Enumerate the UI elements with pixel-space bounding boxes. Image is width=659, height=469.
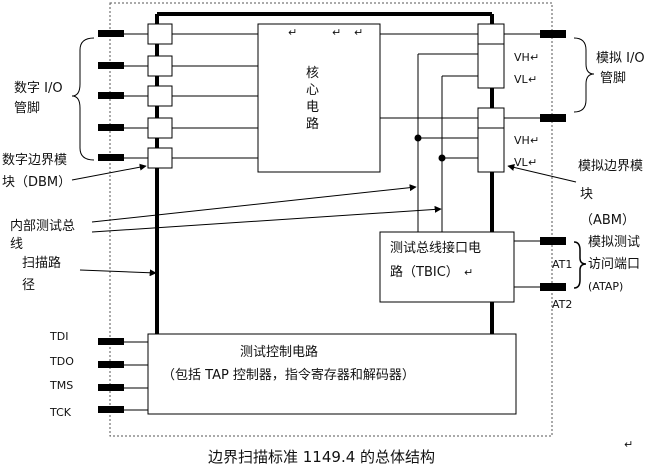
- internal-bus-arrow-1: [91, 184, 417, 223]
- atap-label-2: 访问端口: [588, 257, 640, 272]
- digital-io-label-2: 管脚: [14, 100, 40, 116]
- digital-pin: [98, 124, 124, 131]
- digital-pin: [98, 30, 124, 37]
- vl-bot-label: VL: [514, 156, 529, 169]
- internal-bus-label-1: 内部测试总: [10, 218, 75, 234]
- internal-bus-arrow-2: [91, 205, 442, 233]
- vh-bot-label: VH: [514, 134, 530, 147]
- digital-pin: [98, 154, 124, 161]
- vl-top-label: VL: [514, 73, 529, 86]
- abm-label-3: （ABM）: [580, 213, 635, 228]
- vh-bot-mark: ↵: [530, 134, 539, 147]
- tap-label-1: 测试控制电路: [240, 344, 318, 360]
- at2-pin: [540, 283, 566, 291]
- at1-pin: [540, 237, 566, 245]
- core-label-4: 路: [306, 116, 319, 132]
- analog-wiring: [380, 33, 540, 232]
- vl-top-mark: ↵: [528, 73, 537, 86]
- at1-label: AT1: [552, 258, 572, 271]
- tap-pins: [98, 338, 124, 413]
- scan-path-arrow: [79, 269, 157, 277]
- internal-bus-label-2: 线: [10, 237, 23, 252]
- tap-controller-box: [147, 333, 517, 415]
- core-circuit-box: [257, 23, 381, 173]
- dbm-cell: [147, 55, 173, 77]
- diagram-caption: 边界扫描标准 1149.4 的总体结构: [208, 448, 435, 466]
- digital-pin: [98, 92, 124, 99]
- tdo-pin: [98, 361, 124, 368]
- tdi-pin: [98, 338, 124, 345]
- core-return-mark-1: ↵: [288, 26, 297, 39]
- dbm-cell: [147, 117, 173, 139]
- abm-cell-upper: [477, 23, 505, 89]
- dbm-cell: [147, 85, 173, 107]
- core-return-mark-3: ↵: [354, 26, 363, 39]
- digital-pins: [98, 30, 124, 161]
- vh-top-label: VH: [514, 51, 530, 64]
- dbm-cell: [147, 147, 173, 169]
- dbm-label-1: 数字边界模: [2, 153, 67, 168]
- vl-bot-mark: ↵: [528, 156, 537, 169]
- atap-label-1: 模拟测试: [588, 235, 640, 250]
- atap-label-3: (ATAP): [588, 280, 623, 293]
- scan-path-label-1: 扫描路: [22, 255, 61, 271]
- tbic-label-1: 测试总线接口电: [390, 240, 481, 256]
- core-label-3: 电: [306, 100, 319, 115]
- analog-io-label-1: 模拟 I/O: [596, 51, 645, 66]
- tbic-label-2: 路（TBIC）: [390, 264, 459, 280]
- core-label-2: 心: [306, 83, 319, 98]
- analog-pin-1: [540, 30, 566, 38]
- tbic-box: [379, 231, 515, 303]
- tck-pin: [98, 406, 124, 413]
- atap-brace: [573, 241, 587, 289]
- abm-label-1: 模拟边界模: [578, 159, 643, 174]
- digital-io-label-1: 数字 I/O: [14, 81, 63, 96]
- tdi-label: TDI: [49, 330, 68, 343]
- tms-label: TMS: [49, 379, 73, 392]
- dbm-cells: [147, 23, 173, 169]
- digital-io-brace: [71, 37, 95, 161]
- chip-outline: [109, 2, 553, 437]
- tms-pin: [98, 384, 124, 391]
- bus-junction-1: [414, 134, 422, 142]
- abm-arrow: [507, 164, 577, 183]
- scan-path-label-2: 径: [22, 278, 35, 293]
- core-return-mark-2: ↵: [332, 26, 341, 39]
- digital-pin: [98, 62, 124, 69]
- tap-pin-wires: [124, 341, 148, 411]
- digital-pin-wires: [124, 33, 258, 159]
- at2-label: AT2: [552, 298, 572, 311]
- vh-top-mark: ↵: [530, 51, 539, 64]
- tap-label-2: （包括 TAP 控制器，指令寄存器和解码器）: [162, 367, 415, 383]
- tdo-label: TDO: [49, 355, 74, 368]
- core-label-1: 核: [306, 66, 319, 81]
- dbm-label-2: 块（DBM）: [2, 175, 71, 190]
- analog-io-brace: [573, 37, 595, 113]
- abm-label-2: 块: [580, 187, 593, 202]
- abm-cell-lower: [477, 107, 505, 173]
- analog-io-label-2: 管脚: [600, 70, 626, 86]
- caption-mark: ↵: [624, 438, 633, 451]
- tbic-mark: ↵: [464, 266, 473, 279]
- dbm-arrow: [71, 163, 147, 181]
- tck-label: TCK: [49, 406, 72, 419]
- analog-pin-2: [540, 114, 566, 122]
- bus-junction-2: [438, 154, 446, 162]
- dbm-cell: [147, 23, 173, 45]
